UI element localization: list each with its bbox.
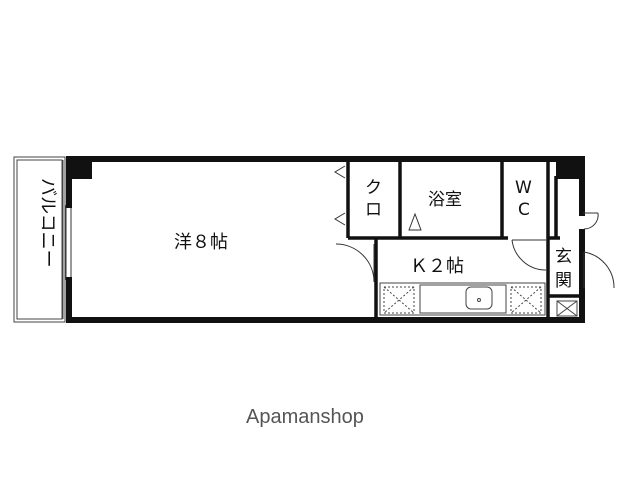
toilet-door-swing (511, 239, 547, 271)
side-door (583, 212, 599, 230)
entrance-label-1: 玄 (555, 247, 572, 267)
toilet-label-1: W (515, 178, 532, 198)
column-right (556, 159, 582, 179)
watermark-logo: Apamanshop (246, 406, 364, 428)
interior-walls (346, 159, 582, 320)
toilet-label-2: C (518, 200, 530, 220)
room-door-swing (335, 243, 375, 283)
western-room-label: 洋８帖 (174, 232, 228, 253)
column-left (69, 159, 92, 179)
closet-label-1: ク (365, 178, 382, 198)
shoe-cabinet (556, 300, 578, 317)
closet-label-2: ロ (365, 200, 382, 220)
kitchen-sink (419, 284, 507, 314)
kitchen-counter (379, 282, 546, 316)
closet-doors (334, 165, 346, 226)
balcony-window (65, 205, 72, 280)
bathroom-door (408, 212, 422, 231)
balcony-label: バルコニー (37, 178, 58, 268)
kitchen-label: Ｋ２帖 (410, 256, 464, 277)
bathroom-label: 浴室 (428, 190, 462, 210)
balcony (13, 156, 66, 323)
entrance-label-2: 関 (555, 271, 572, 291)
entrance-door-swing (583, 251, 615, 289)
